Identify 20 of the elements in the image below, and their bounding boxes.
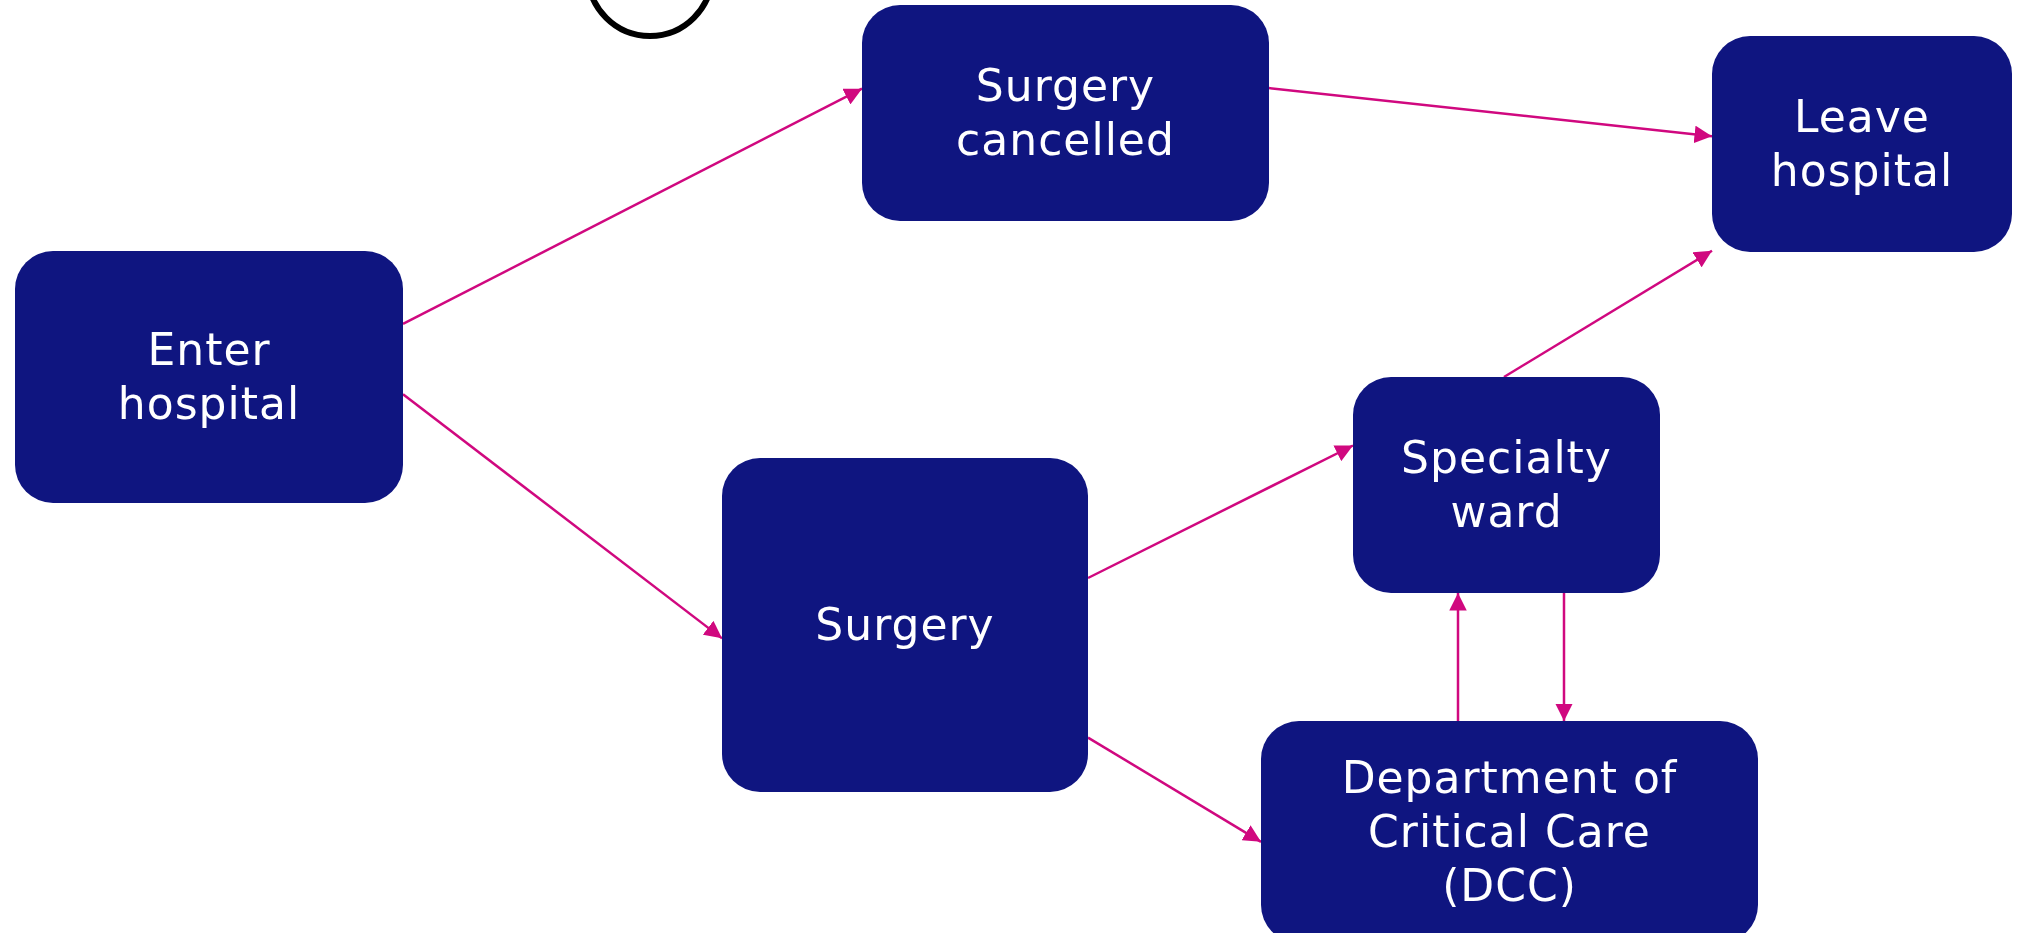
process-box (1712, 36, 2012, 252)
node-label: Enter hospital (116, 323, 302, 431)
node-label: Department of Critical Care (DCC) (1340, 751, 1679, 913)
node-label: Leave hospital (1769, 90, 1955, 198)
arrow (1555, 593, 1573, 721)
process-box (1353, 377, 1660, 593)
arrow (1087, 444, 1354, 580)
node-label: Surgery (815, 598, 995, 652)
arrow (1503, 249, 1713, 379)
arrow (402, 393, 723, 640)
arrow (402, 87, 863, 326)
arrow (1449, 593, 1467, 721)
process-box (862, 5, 1269, 221)
process-box (15, 251, 403, 503)
process-box (1261, 721, 1758, 933)
process-box (722, 458, 1088, 792)
arrow (1087, 736, 1262, 843)
node-label: Specialty ward (1400, 431, 1613, 539)
arrow (1268, 86, 1713, 144)
node-label: Surgery cancelled (955, 59, 1176, 167)
